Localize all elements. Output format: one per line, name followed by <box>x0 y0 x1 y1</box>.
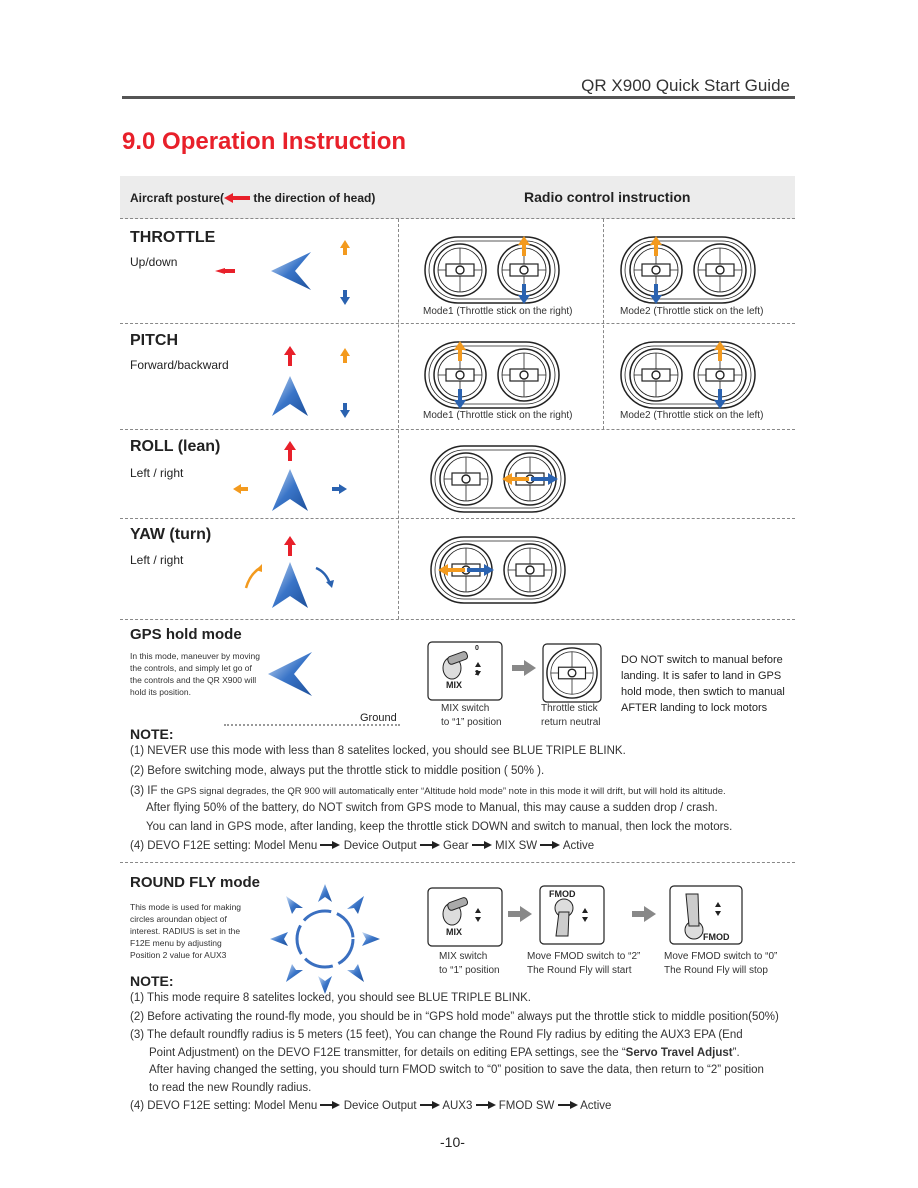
pitch-mode2-caption: Mode2 (Throttle stick on the left) <box>620 410 764 421</box>
roll-subtitle: Left / right <box>130 466 184 480</box>
gps-note-2: (2) Before switching mode, always put th… <box>130 765 545 777</box>
gps-aircraft-icon <box>268 652 312 696</box>
aircraft-top-icon <box>272 469 308 511</box>
fmod-label: FMOD <box>549 889 576 899</box>
path-arrow-icon <box>475 1101 496 1109</box>
gps-note-3: (3) IF the GPS signal degrades, the QR 9… <box>130 785 726 797</box>
table-header: Aircraft posture( the direction of head)… <box>120 176 795 219</box>
yaw-transmitter <box>430 536 566 604</box>
up-arrow-icon <box>340 240 350 255</box>
gps-note-3c: You can land in GPS mode, after landing,… <box>146 821 733 833</box>
pitch-mode1-transmitter <box>424 341 560 409</box>
round-note-3d: to read the new Roundly radius. <box>149 1082 312 1094</box>
round-note-3: (3) The default roundfly radius is 5 met… <box>130 1029 743 1041</box>
radio-header: Radio control instruction <box>524 189 691 205</box>
throttle-mode2-caption: Mode2 (Throttle stick on the left) <box>620 306 764 317</box>
down-arrow-icon <box>340 290 350 305</box>
round-note-4: (4) DEVO F12E setting: Model Menu Device… <box>130 1100 612 1112</box>
gps-mix-label: MIX <box>446 680 463 690</box>
row-divider <box>120 862 795 863</box>
pitch-mode1-caption: Mode1 (Throttle stick on the right) <box>423 410 573 421</box>
throttle-title: THROTTLE <box>130 229 216 246</box>
header-rule <box>122 96 795 99</box>
ground-line <box>224 724 400 726</box>
aircraft-top-icon <box>272 376 308 416</box>
roll-transmitter <box>430 445 566 513</box>
round-note-title: NOTE: <box>130 973 174 989</box>
roll-title: ROLL (lean) <box>130 438 221 455</box>
throttle-subtitle: Up/down <box>130 255 178 269</box>
row-divider <box>120 619 795 620</box>
round-note-2: (2) Before activating the round-fly mode… <box>130 1011 779 1023</box>
posture-header: Aircraft posture( the direction of head) <box>130 191 375 205</box>
roll-aircraft-diagram <box>233 441 347 511</box>
next-step-arrow-icon <box>508 906 532 922</box>
gps-note-4: (4) DEVO F12E setting: Model Menu Device… <box>130 840 595 852</box>
guide-title: QR X900 Quick Start Guide <box>581 76 790 95</box>
fmod-switch-pos0-diagram <box>669 885 743 945</box>
row-divider <box>120 323 795 324</box>
yaw-aircraft-diagram <box>244 536 334 608</box>
next-step-arrow-icon <box>632 906 656 922</box>
fmod-switch-pos2-diagram <box>539 885 605 945</box>
column-divider <box>603 219 604 429</box>
aircraft-side-icon <box>271 252 311 290</box>
path-arrow-icon <box>320 841 341 849</box>
round-note-3c: After having changed the setting, you sh… <box>149 1064 764 1076</box>
aircraft-top-icon <box>272 562 308 608</box>
posture-header-b: the direction of head) <box>250 191 376 205</box>
path-arrow-icon <box>320 1101 341 1109</box>
round-note-1: (1) This mode require 8 satelites locked… <box>130 992 531 1004</box>
gps-note-1: (1) NEVER use this mode with less than 8… <box>130 745 626 757</box>
page-number: -10- <box>440 1134 465 1150</box>
round-mix-label: MIX <box>446 927 463 937</box>
column-divider <box>398 219 399 619</box>
gps-mix-switch-diagram <box>427 641 503 701</box>
switch-pos-0: 0 <box>475 645 479 652</box>
section-title: 9.0 Operation Instruction <box>122 128 407 155</box>
round-fly-diagram <box>270 884 380 994</box>
round-title: ROUND FLY mode <box>130 874 261 891</box>
posture-header-a: Aircraft posture( <box>130 191 225 205</box>
path-arrow-icon <box>557 1101 578 1109</box>
pitch-subtitle: Forward/backward <box>130 358 229 372</box>
fmod0-caption: Move FMOD switch to “0”The Round Fly wil… <box>664 951 778 976</box>
pitch-aircraft-diagram <box>272 346 350 418</box>
pitch-mode2-transmitter <box>620 341 756 409</box>
switch-pos-2: 2 <box>475 670 479 677</box>
path-arrow-icon <box>540 841 561 849</box>
path-arrow-icon <box>419 841 440 849</box>
fmod-label-2: FMOD <box>703 932 730 942</box>
fmod2-caption: Move FMOD switch to “2”The Round Fly wil… <box>527 951 641 976</box>
row-divider <box>120 429 795 430</box>
yaw-subtitle: Left / right <box>130 553 184 567</box>
gps-note-3b: After flying 50% of the battery, do NOT … <box>146 802 718 814</box>
yaw-title: YAW (turn) <box>130 526 212 543</box>
gps-throttle-stick-diagram <box>542 643 602 703</box>
path-arrow-icon <box>471 841 492 849</box>
next-step-arrow-icon <box>512 660 536 676</box>
ground-label: Ground <box>360 712 397 724</box>
row-divider <box>120 518 795 519</box>
throttle-mode2-transmitter <box>620 236 756 304</box>
gps-title: GPS hold mode <box>130 626 242 643</box>
throttle-mode1-transmitter <box>424 236 560 304</box>
pitch-title: PITCH <box>130 332 178 349</box>
head-direction-icon <box>224 193 251 203</box>
gps-note-title: NOTE: <box>130 726 174 742</box>
round-mix-switch-diagram <box>427 887 503 947</box>
throttle-mode1-caption: Mode1 (Throttle stick on the right) <box>423 306 573 317</box>
round-note-3b: Point Adjustment) on the DEVO F12E trans… <box>149 1047 740 1059</box>
throttle-aircraft-diagram <box>215 240 350 305</box>
path-arrow-icon <box>419 1101 440 1109</box>
